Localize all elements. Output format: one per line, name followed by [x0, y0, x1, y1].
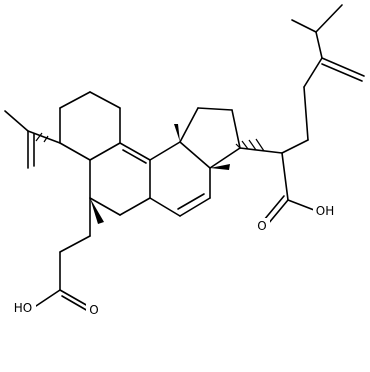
- hash-d-4: [255, 138, 265, 152]
- bond-to-ring-d: [239, 147, 283, 154]
- hashed-bonds: [35, 132, 265, 152]
- bond-d2: [197, 107, 233, 111]
- bond-b1: [119, 142, 151, 161]
- bond-d3: [179, 107, 199, 143]
- bond-skeleton: [4, 4, 365, 312]
- bond-propanoic-b: [59, 235, 91, 253]
- label-oxygen-top: O: [257, 219, 266, 233]
- bond-carbonyl-1: [267, 199, 289, 225]
- bond-carboxyl-low-oh: [35, 289, 61, 307]
- bond-isopropenyl-methyl: [4, 110, 29, 132]
- bond-a3: [59, 91, 91, 109]
- atom-labels: O OH O HO: [10, 203, 337, 317]
- bond-isopropyl-methyl-b: [291, 19, 317, 33]
- hash-d-1: [235, 143, 241, 149]
- bond-c1: [149, 141, 181, 161]
- bond-isopropenyl-a: [27, 130, 61, 144]
- bond-c4-double: [177, 193, 205, 210]
- bond-d1: [231, 109, 241, 149]
- hash-d-2: [241, 140, 249, 150]
- bond-isopropyl-ch: [315, 31, 323, 59]
- bond-chain-b: [303, 86, 309, 141]
- bond-carbonyl-low-2: [61, 295, 89, 312]
- bond-isopropyl-methyl-a: [315, 4, 343, 33]
- hash-a-2: [35, 132, 43, 142]
- hash-d-3: [248, 139, 257, 151]
- bond-a2: [89, 91, 121, 109]
- bond-b3: [89, 142, 121, 161]
- wedge-methyl-c4: [90, 198, 104, 224]
- bond-carbonyl-2: [263, 195, 285, 221]
- bond-a5: [59, 142, 91, 161]
- bond-d4: [179, 141, 211, 169]
- bond-chain-a: [303, 57, 323, 88]
- label-oxygen-bottom: O: [89, 303, 98, 317]
- bond-c4: [179, 197, 211, 217]
- stereo-bonds: [90, 124, 230, 224]
- bond-to-carboxyl: [281, 152, 289, 201]
- bond-carboxyl-oh: [287, 199, 315, 211]
- hash-a-1: [43, 135, 49, 143]
- bond-carbonyl-low-1: [59, 289, 89, 307]
- label-hydroxyl-top: OH: [316, 204, 334, 218]
- wedge-methyl-c14: [210, 164, 230, 170]
- label-hydroxyl-bottom: HO: [14, 301, 32, 315]
- bond-methylene-2: [321, 63, 363, 82]
- bond-b2: [119, 197, 151, 216]
- bond-methylene-1: [321, 57, 365, 77]
- bond-b5: [89, 197, 121, 216]
- wedge-methyl-c13: [174, 124, 180, 142]
- bond-d5: [209, 147, 241, 169]
- bond-chain-c: [281, 139, 309, 154]
- bond-c3: [149, 197, 181, 217]
- bond-b1-double: [122, 149, 147, 164]
